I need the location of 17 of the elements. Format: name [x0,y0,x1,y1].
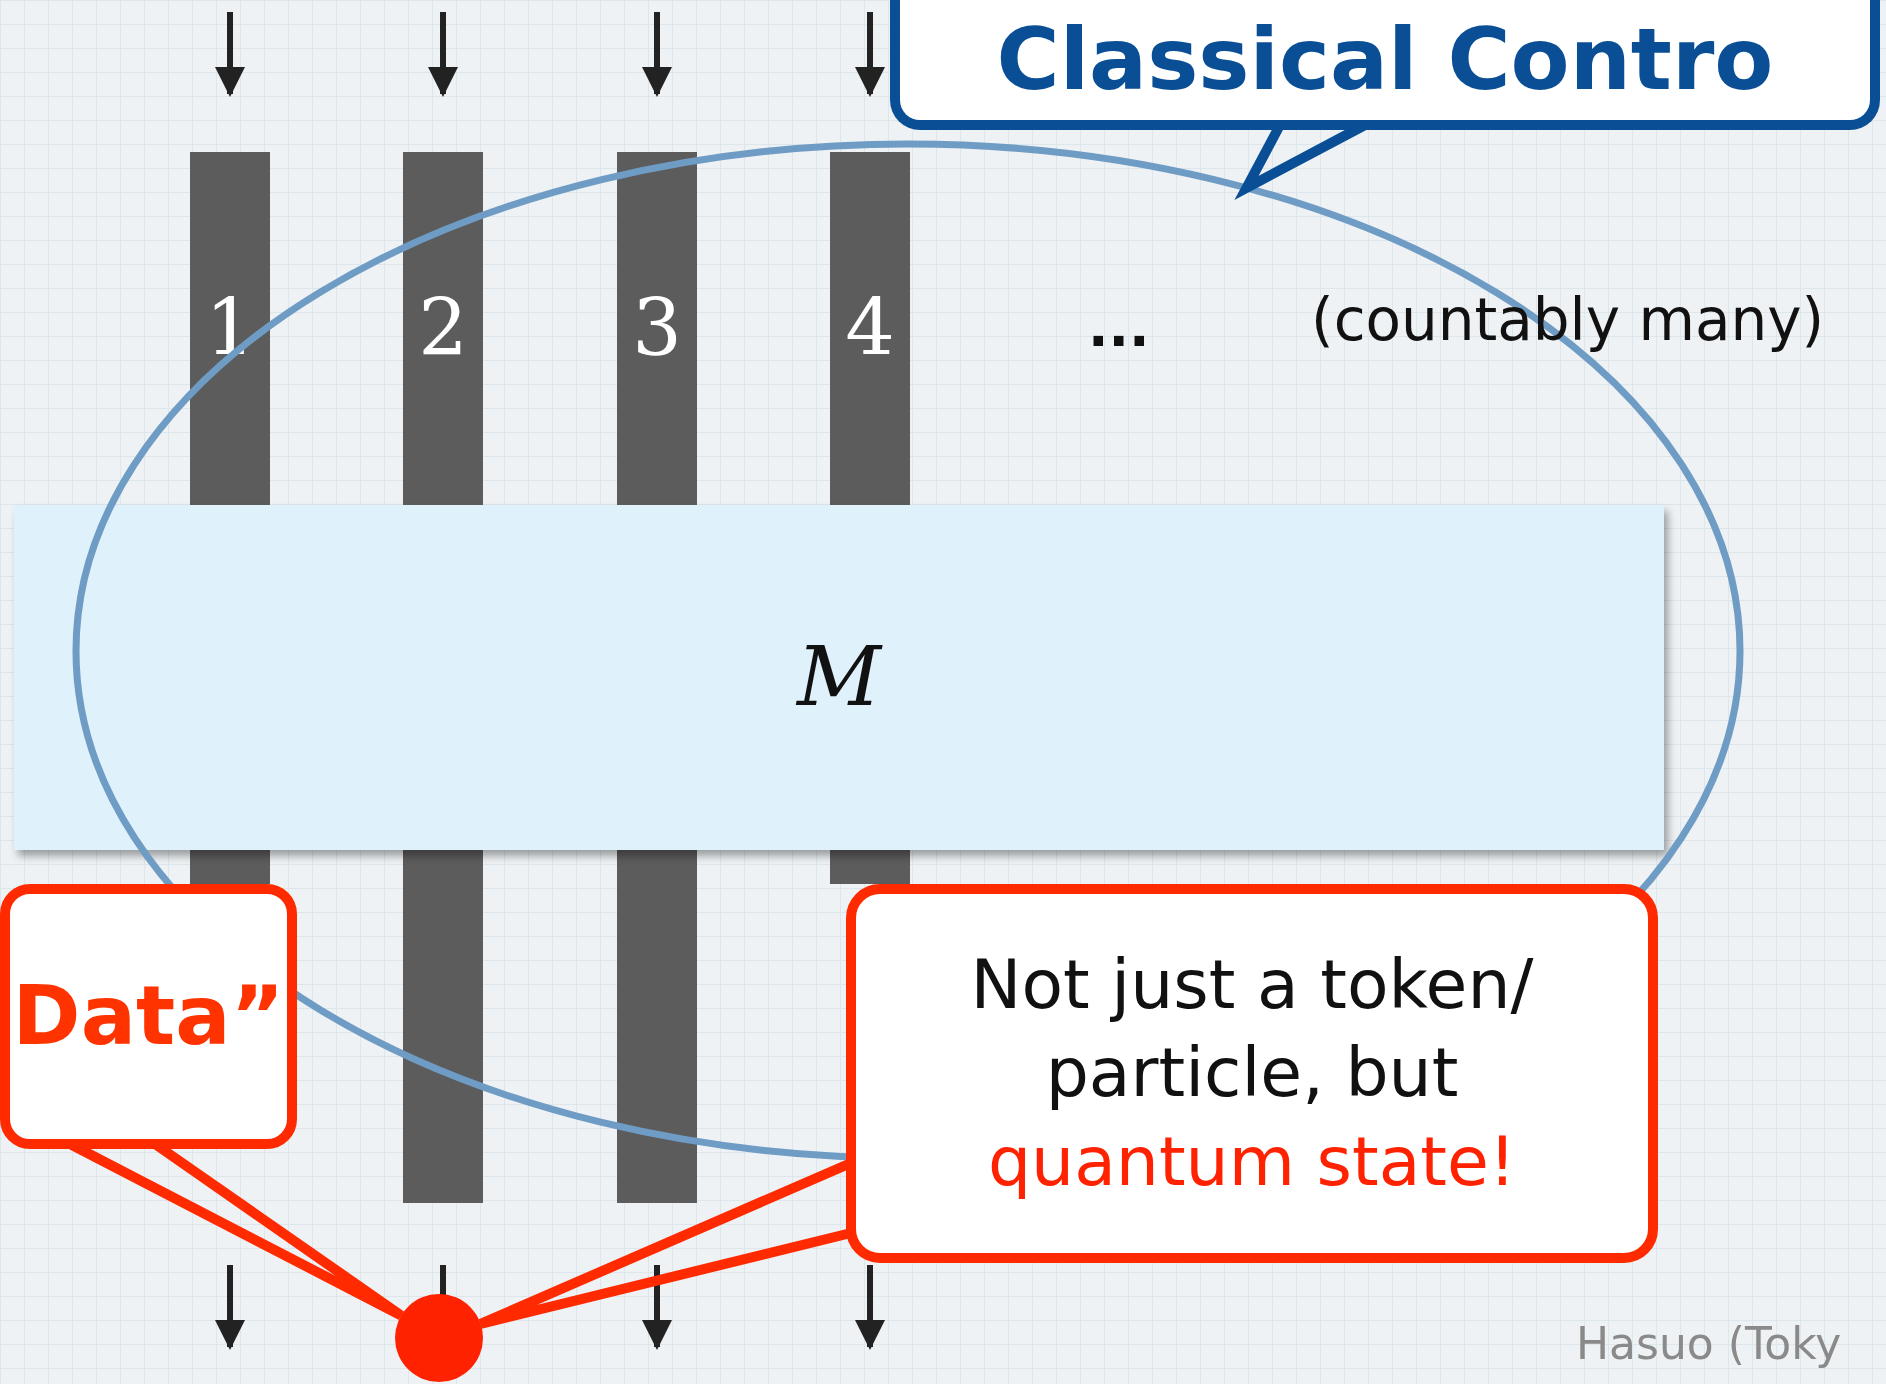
node-text: Data” [12,967,285,1066]
node-text: Not just a token/ particle, but [969,943,1535,1115]
wire-bar [190,152,270,505]
dot [395,1294,483,1382]
node-text: 4 [845,281,895,375]
speech-callout-tooltip [0,884,297,1149]
node-text: M [797,628,881,727]
highlight-text: quantum state! [987,1120,1517,1203]
ellipsis: ... [1088,296,1150,359]
wire-bar [403,850,483,1203]
speech-callout-tooltip [890,0,1880,130]
node-text: 3 [632,281,682,375]
node-text: 2 [418,281,468,375]
footer-text: Hasuo (Toky [1576,1318,1842,1369]
speech-callout-tooltip [846,884,1658,1263]
node-text: Classical Contro [996,8,1774,112]
wire-bar [617,850,697,1203]
